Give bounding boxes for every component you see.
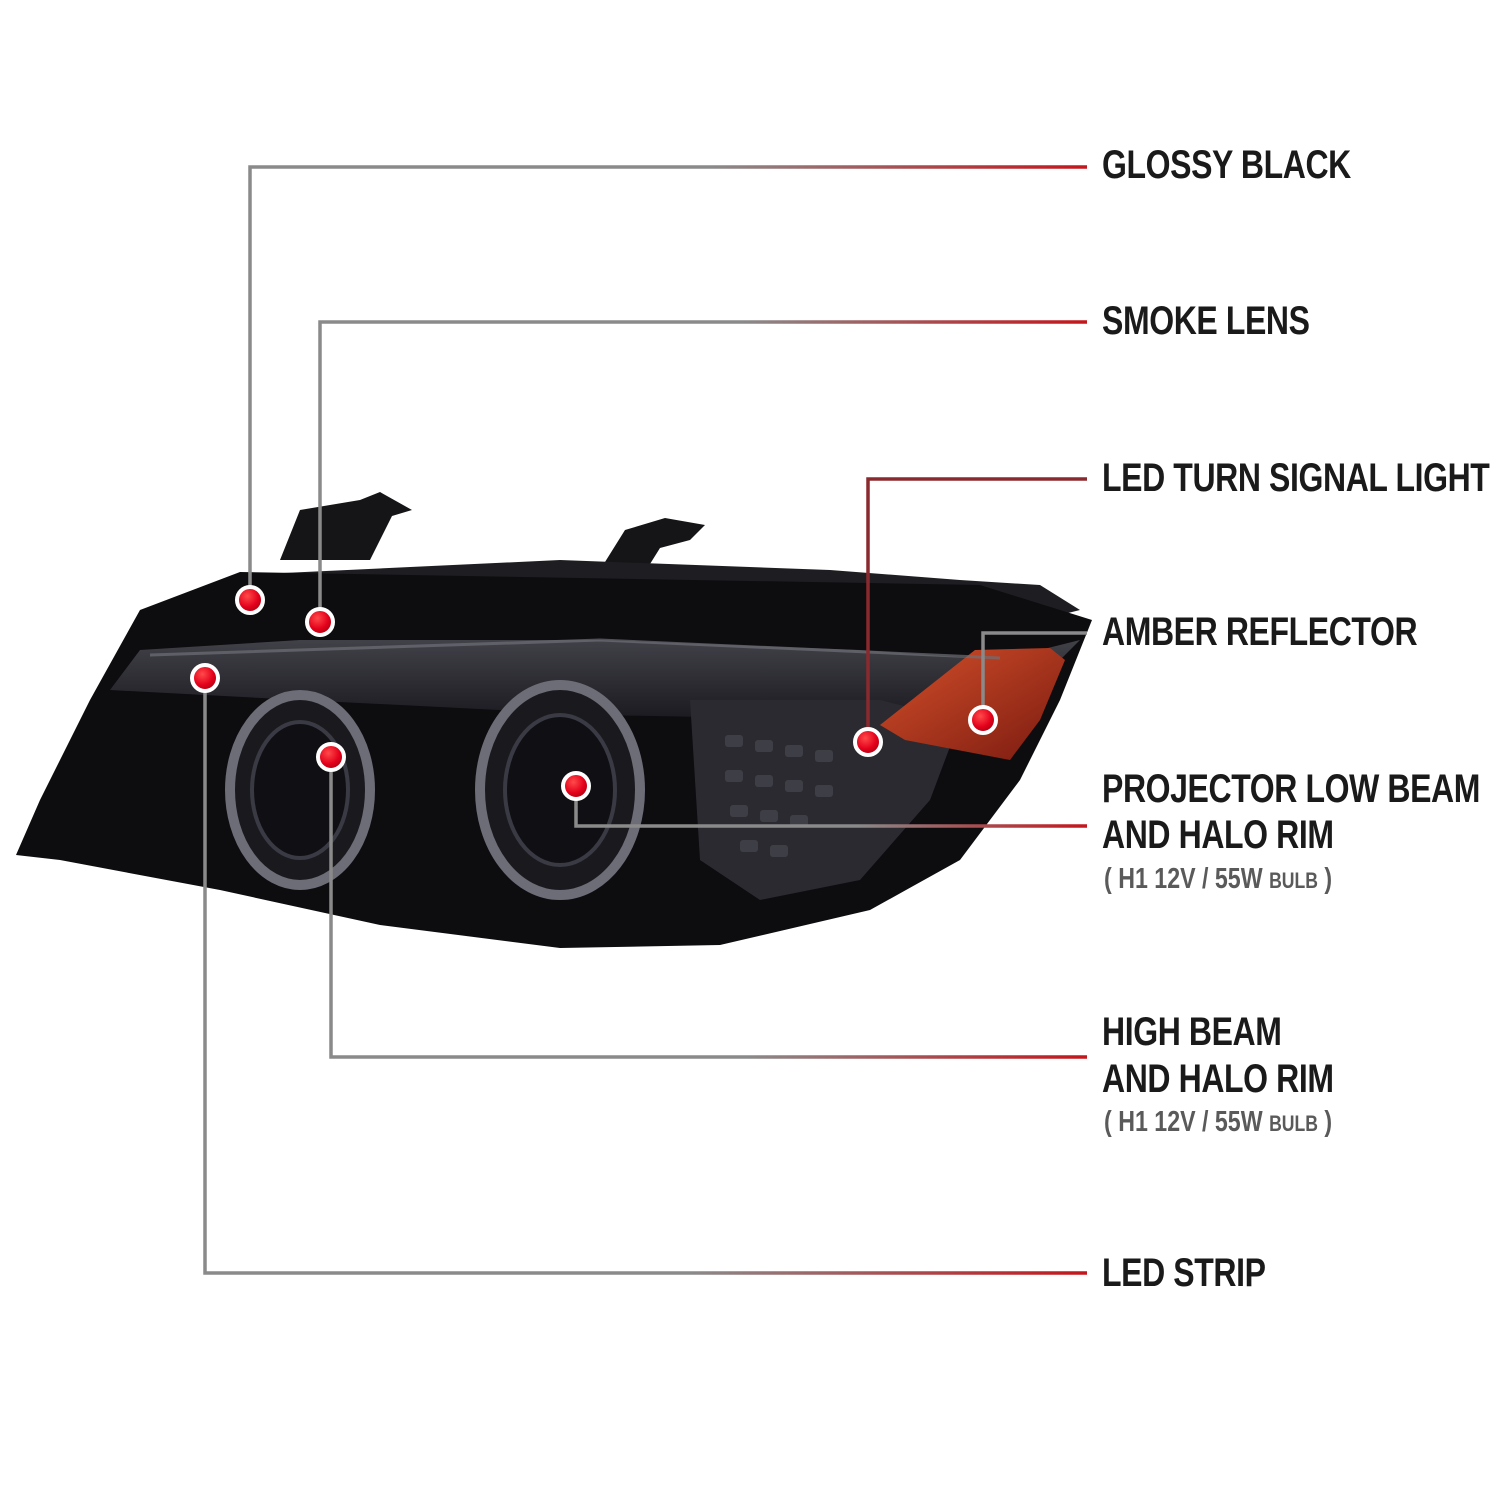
mounting-bracket-left: [280, 492, 412, 560]
headlight-unit: [16, 492, 1092, 948]
marker-glossy-black: [235, 585, 265, 615]
led-grid: [725, 735, 833, 857]
leader-lines: [203, 165, 1087, 1275]
high-beam-ring: [225, 690, 375, 890]
amber-reflector-shape: [880, 648, 1065, 760]
bulb-spec-projector: ( H1 12V / 55W BULB ): [1104, 863, 1333, 895]
marker-led-turn-signal: [853, 727, 883, 757]
leader-high-beam: [329, 757, 1087, 1059]
marker-smoke-lens: [305, 607, 335, 637]
marker-high-beam: [316, 742, 346, 772]
leader-amber-reflector: [981, 631, 1087, 720]
label-amber-reflector: AMBER REFLECTOR: [1102, 610, 1418, 654]
bulb-spec-high-beam: ( H1 12V / 55W BULB ): [1104, 1106, 1333, 1138]
leader-led-strip: [203, 678, 1087, 1275]
label-glossy-black: GLOSSY BLACK: [1102, 143, 1351, 187]
label-projector-low-beam-line2: AND HALO RIM: [1102, 813, 1334, 857]
leader-smoke-lens: [318, 320, 1087, 622]
label-high-beam-line1: HIGH BEAM: [1102, 1010, 1282, 1054]
label-smoke-lens: SMOKE LENS: [1102, 299, 1310, 343]
leader-led-turn-signal: [866, 477, 1087, 742]
leader-glossy-black: [248, 165, 1087, 600]
marker-projector-low-beam: [561, 771, 591, 801]
label-projector-low-beam-line1: PROJECTOR LOW BEAM: [1102, 767, 1481, 811]
label-led-strip: LED STRIP: [1102, 1251, 1266, 1295]
label-led-turn-signal: LED TURN SIGNAL LIGHT: [1102, 456, 1490, 500]
marker-dots: [190, 585, 998, 801]
marker-led-strip: [190, 663, 220, 693]
marker-amber-reflector: [968, 705, 998, 735]
label-high-beam-line2: AND HALO RIM: [1102, 1057, 1334, 1101]
projector-low-beam-ring: [475, 680, 645, 900]
